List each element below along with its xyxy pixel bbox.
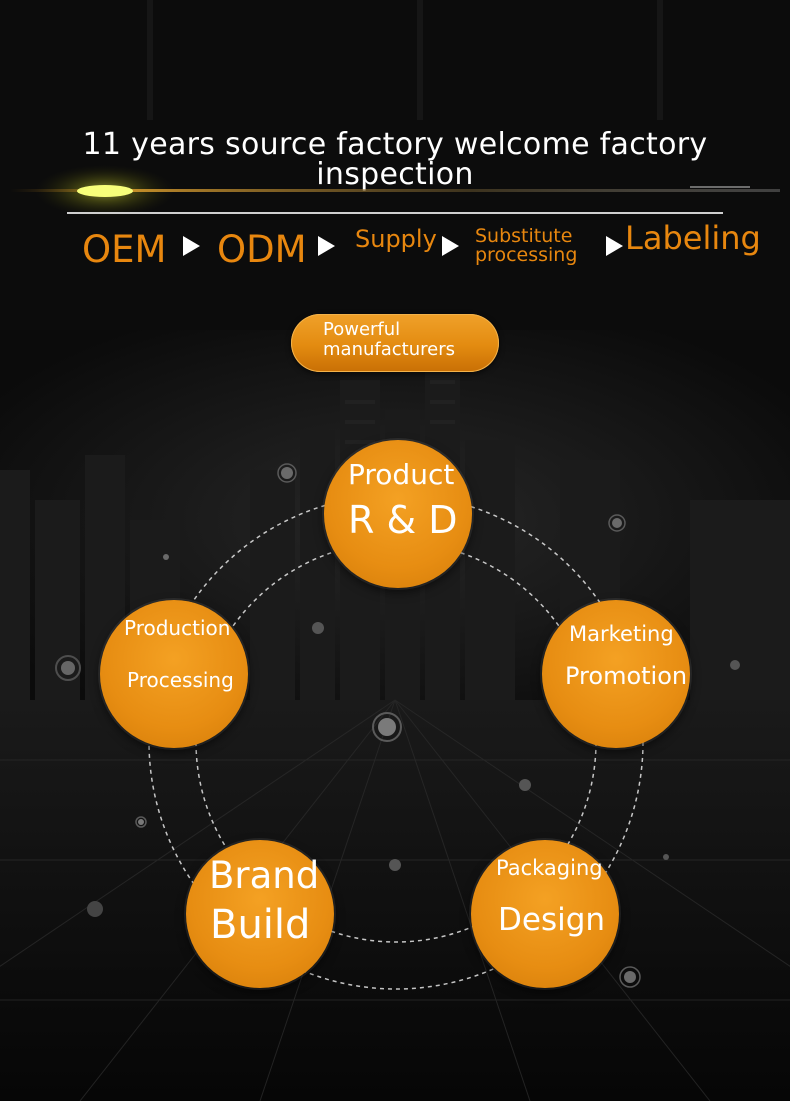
node-label-top: Brand	[209, 854, 320, 897]
step-odm: ODM	[217, 228, 307, 271]
page-title: 11 years source factory welcome factory …	[82, 127, 708, 192]
decorative-dots	[55, 463, 740, 988]
powerful-manufacturers-badge: Powerful manufacturers	[291, 314, 499, 372]
node-packaging-design: Packaging Design	[471, 840, 619, 988]
node-label-top: Product	[348, 458, 455, 491]
node-brand-build: Brand Build	[186, 840, 334, 988]
badge-label: Powerful manufacturers	[323, 319, 455, 360]
node-label-top: Marketing	[569, 622, 674, 646]
step-supply: Supply	[355, 225, 437, 253]
node-label-top: Packaging	[496, 856, 603, 880]
step-substitute-processing: Substitute processing	[475, 225, 578, 266]
node-label-bottom: R & D	[348, 498, 458, 542]
arrow-icon	[318, 236, 335, 256]
light-flare	[10, 165, 780, 217]
node-label-bottom: Build	[210, 902, 311, 948]
step-oem: OEM	[82, 228, 167, 271]
arrow-icon	[183, 236, 200, 256]
node-product-rd: Product R & D	[324, 440, 472, 588]
arrow-icon	[606, 236, 623, 256]
node-marketing-promotion: Marketing Promotion	[542, 600, 690, 748]
divider	[67, 212, 723, 214]
node-label-top: Production	[124, 616, 231, 640]
arrow-icon	[442, 236, 459, 256]
node-production-processing: Production Processing	[100, 600, 248, 748]
step-labeling: Labeling	[625, 219, 761, 257]
node-label-bottom: Design	[498, 902, 606, 938]
node-label-bottom: Processing	[127, 668, 234, 692]
node-label-bottom: Promotion	[565, 662, 688, 690]
